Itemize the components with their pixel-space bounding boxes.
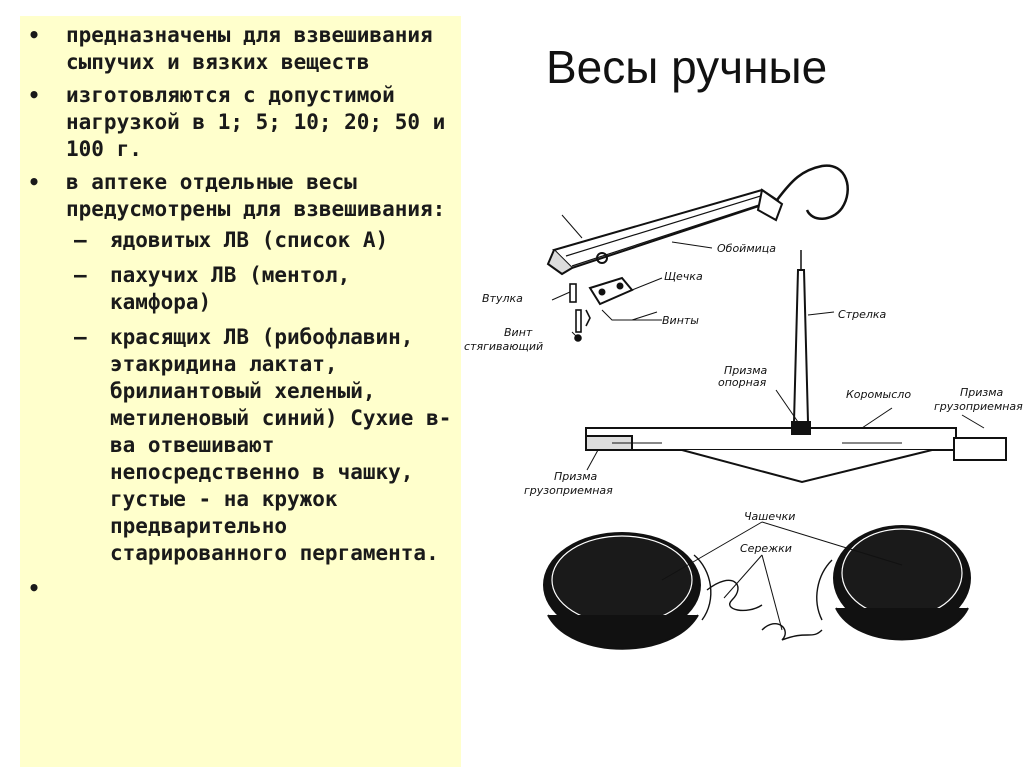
sub-item-text: ядовитых ЛВ (список А) — [110, 228, 389, 252]
dash-marker: – — [74, 263, 87, 287]
bullet-marker: • — [28, 23, 41, 47]
label-prizma-gruz-left-2: грузоприемная — [524, 484, 613, 497]
bullet-text: изготовляются с допустимой нагрузкой в 1… — [66, 83, 446, 161]
hand-scale-diagram: Обоймица Щечка Втулка Винты Винт стягива… — [462, 160, 1024, 680]
label-vtulka: Втулка — [482, 292, 523, 305]
text-panel: • предназначены для взвешивания сыпучих … — [20, 16, 461, 767]
sub-item-coloring: – красящих ЛВ (рибофлавин, этакридина ла… — [66, 324, 453, 567]
sub-item-odorous: – пахучих ЛВ (ментол, камфора) — [66, 262, 453, 316]
bullet-marker: • — [28, 170, 41, 194]
slide-title: Весы ручные — [546, 41, 828, 93]
cheek-plate-icon — [588, 276, 634, 306]
bullet-item-load: • изготовляются с допустимой нагрузкой в… — [20, 82, 461, 163]
hand-scale-drawing: Обоймица Щечка Втулка Винты Винт стягива… — [464, 164, 1023, 650]
label-prizma-gruz-left-1: Призма — [554, 470, 598, 483]
bullet-text: в аптеке отдельные весы предусмотрены дл… — [66, 170, 446, 221]
bullet-marker: • — [28, 83, 41, 107]
bullet-list: • предназначены для взвешивания сыпучих … — [20, 22, 461, 600]
sub-item-text: пахучих ЛВ (ментол, камфора) — [110, 263, 351, 314]
label-styagivayushchiy: стягивающий — [464, 340, 543, 353]
label-prizma-gruz-right-1: Призма — [960, 386, 1004, 399]
label-serezhki: Сережки — [740, 542, 792, 555]
sleeve-screw-icon — [569, 283, 662, 342]
dash-marker: – — [74, 325, 87, 349]
label-chashechki: Чашечки — [744, 510, 795, 523]
dash-marker: – — [74, 228, 87, 252]
label-prizma-opornaya-2: опорная — [718, 376, 767, 389]
bullet-text: предназначены для взвешивания сыпучих и … — [66, 23, 433, 74]
label-shchechka: Щечка — [664, 270, 703, 283]
left-pan-icon — [543, 532, 763, 650]
label-strelka: Стрелка — [838, 308, 887, 321]
pointer-icon — [792, 250, 810, 423]
label-oboymitsa: Обоймица — [717, 242, 776, 255]
handle-icon — [546, 164, 849, 276]
sub-item-text: красящих ЛВ (рибофлавин, этакридина лакт… — [110, 325, 452, 565]
leader-lines — [551, 241, 985, 631]
sub-list: – ядовитых ЛВ (список А) – пахучих ЛВ (м… — [66, 227, 453, 567]
label-vint: Винт — [504, 326, 533, 339]
label-vinty: Винты — [662, 314, 699, 327]
bullet-item-purpose: • предназначены для взвешивания сыпучих … — [20, 22, 461, 76]
label-prizma-gruz-right-2: грузоприемная — [934, 400, 1023, 413]
bullet-item-pharmacy: • в аптеке отдельные весы предусмотрены … — [20, 169, 461, 567]
label-koromyslo: Коромысло — [846, 388, 911, 401]
beam-icon — [585, 421, 1007, 484]
right-pan-icon — [761, 525, 971, 641]
bullet-marker: • — [28, 576, 41, 600]
label-prizma-opornaya-1: Призма — [724, 364, 768, 377]
sub-item-poisonous: – ядовитых ЛВ (список А) — [66, 227, 453, 254]
